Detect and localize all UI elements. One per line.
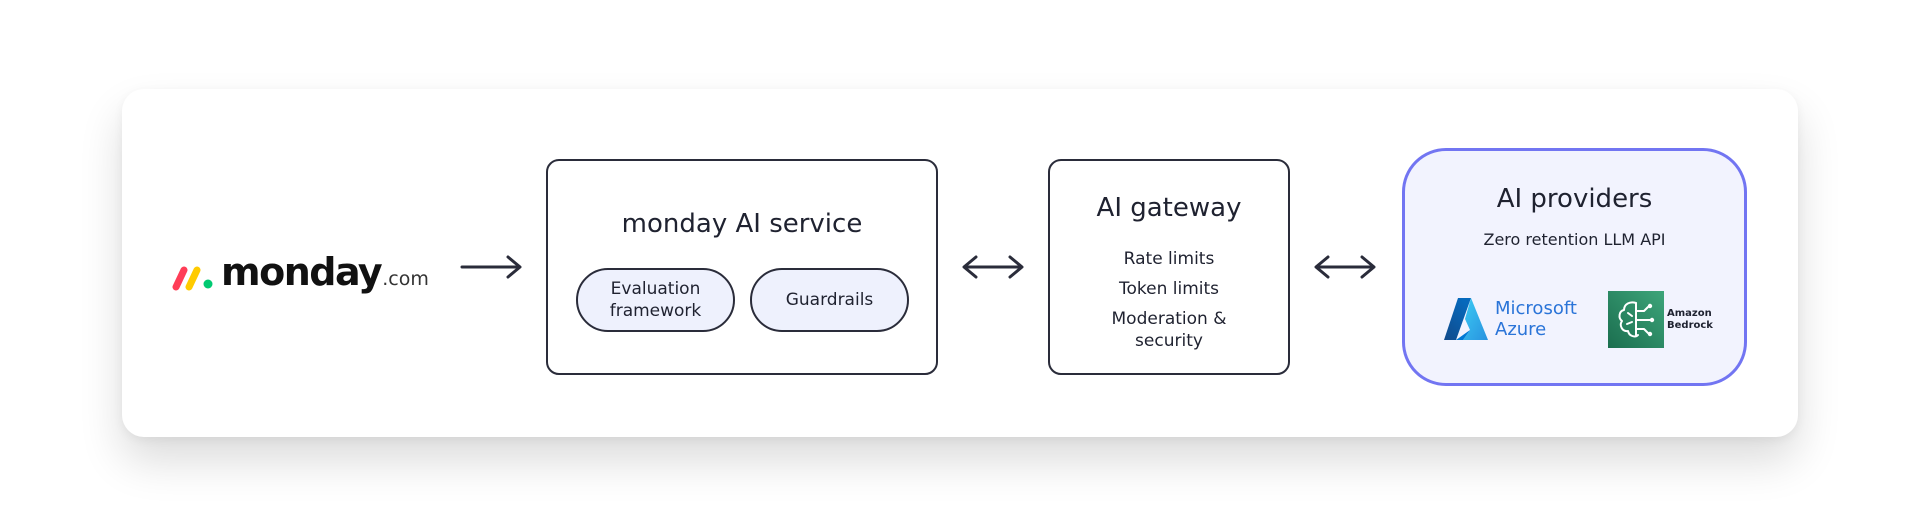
- ai-providers-title: AI providers: [1496, 184, 1653, 214]
- ai-service-title: monday AI service: [621, 209, 863, 239]
- bidirectional-arrow-icon: [962, 255, 1024, 279]
- logo-suffix: .com: [382, 268, 429, 290]
- monday-logo: monday .com: [172, 241, 429, 291]
- microsoft-azure-label: Microsoft Azure: [1495, 298, 1577, 340]
- guardrails-pill: Guardrails: [750, 268, 909, 332]
- gateway-item-token-limits: Token limits: [1118, 279, 1220, 299]
- microsoft-azure-icon: [1444, 298, 1488, 340]
- logo-wordmark: monday: [221, 250, 383, 294]
- amazon-bedrock-label: Amazon Bedrock: [1667, 308, 1713, 331]
- guardrails-label: Guardrails: [785, 290, 874, 310]
- ai-gateway-box: AI gateway Rate limits Token limits Mode…: [1048, 159, 1290, 375]
- gateway-item-rate-limits: Rate limits: [1123, 249, 1215, 269]
- ai-service-box: monday AI service Evaluation framework G…: [546, 159, 938, 375]
- evaluation-framework-pill: Evaluation framework: [576, 268, 735, 332]
- ai-providers-subtitle: Zero retention LLM API: [1483, 230, 1666, 249]
- monday-mark-icon: [172, 266, 213, 291]
- evaluation-framework-label: Evaluation framework: [609, 279, 702, 321]
- right-arrow-icon: [460, 255, 522, 279]
- ai-providers-box: AI providers Zero retention LLM API Micr…: [1402, 148, 1747, 386]
- amazon-bedrock-icon: [1608, 291, 1664, 348]
- gateway-item-moderation-security: Moderation & security: [1111, 309, 1227, 351]
- ai-gateway-title: AI gateway: [1096, 193, 1242, 223]
- bidirectional-arrow-icon: [1314, 255, 1376, 279]
